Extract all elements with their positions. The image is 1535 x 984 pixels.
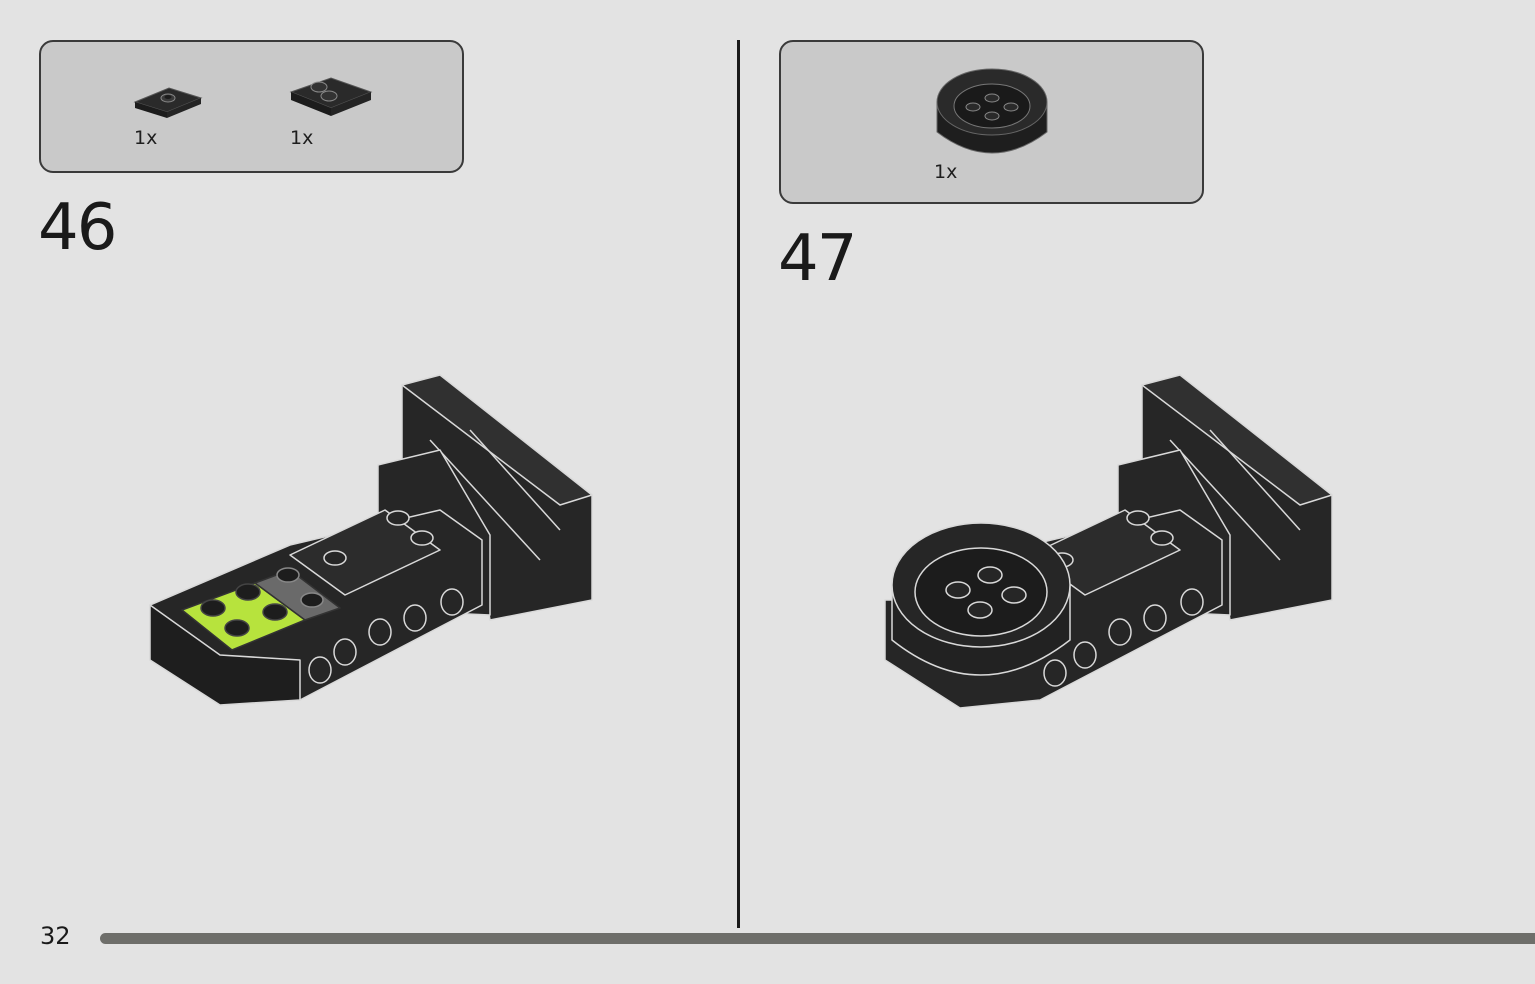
progress-bar (100, 933, 1535, 944)
step-number-47: 47 (778, 222, 857, 296)
step-46-build-illustration (149, 374, 593, 706)
part-qty-round-corner-plate: 1x (290, 127, 314, 149)
step-47-build-illustration (884, 374, 1333, 709)
parts-callout-step-46: 1x 1x (39, 40, 464, 173)
page-number: 32 (40, 922, 71, 950)
parts-callout-step-47: 1x (779, 40, 1204, 204)
round-corner-plate-part-image (289, 77, 373, 116)
round-brick-part-image (936, 68, 1048, 154)
step-number-46: 46 (38, 191, 117, 265)
part-qty-round-brick: 1x (934, 161, 958, 183)
jumper-plate-part-image (133, 87, 203, 118)
part-qty-jumper-plate: 1x (134, 127, 158, 149)
step-divider (737, 40, 740, 928)
